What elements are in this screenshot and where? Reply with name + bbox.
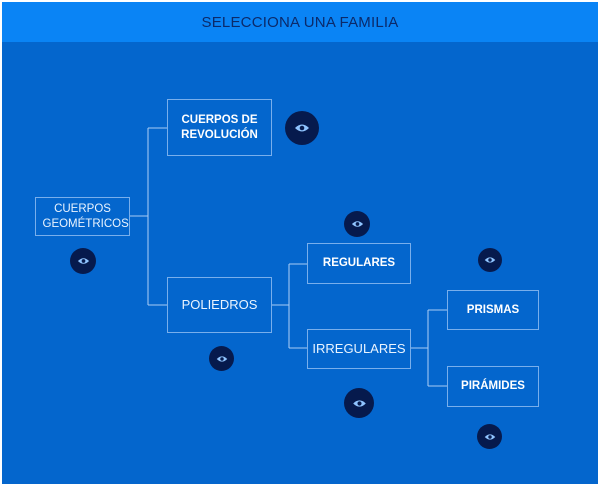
eye-icon [351,221,363,227]
node-irregulares[interactable]: IRREGULARES [307,329,411,369]
view-cuerpos-revolucion-button[interactable] [285,111,319,145]
eye-icon [352,399,366,407]
node-piramides[interactable]: PIRÁMIDES [447,366,539,407]
node-regulares[interactable]: REGULARES [307,243,411,284]
view-prismas-button[interactable] [478,248,502,272]
page-title: SELECCIONA UNA FAMILIA [2,2,598,42]
eye-icon [216,355,227,362]
node-label: CUERPOS GEOMÉTRICOS [42,203,129,230]
eye-icon [295,124,309,132]
view-irregulares-button[interactable] [344,388,374,418]
node-cuerpos-geometricos[interactable]: CUERPOS GEOMÉTRICOS [35,197,130,236]
node-label: CUERPOS DE REVOLUCIÓN [181,114,258,141]
node-label: PRISMAS [466,303,520,316]
view-piramides-button[interactable] [477,424,502,449]
view-poliedros-button[interactable] [209,346,234,371]
view-cuerpos-geometricos-button[interactable] [70,248,96,274]
node-prismas[interactable]: PRISMAS [447,290,539,330]
node-label: POLIEDROS [181,296,258,312]
node-label: PIRÁMIDES [461,380,525,393]
eye-icon [484,257,496,263]
node-label: IRREGULARES [312,340,406,356]
view-regulares-button[interactable] [344,211,370,237]
tree-connectors [130,127,447,387]
family-tree-panel: CUERPOS GEOMÉTRICOS CUERPOS DE REVOLUCIÓ… [2,42,598,484]
node-label: REGULARES [322,257,396,270]
node-poliedros[interactable]: POLIEDROS [167,277,272,333]
node-cuerpos-revolucion[interactable]: CUERPOS DE REVOLUCIÓN [167,99,272,156]
eye-icon [77,258,89,264]
eye-icon [484,433,495,440]
